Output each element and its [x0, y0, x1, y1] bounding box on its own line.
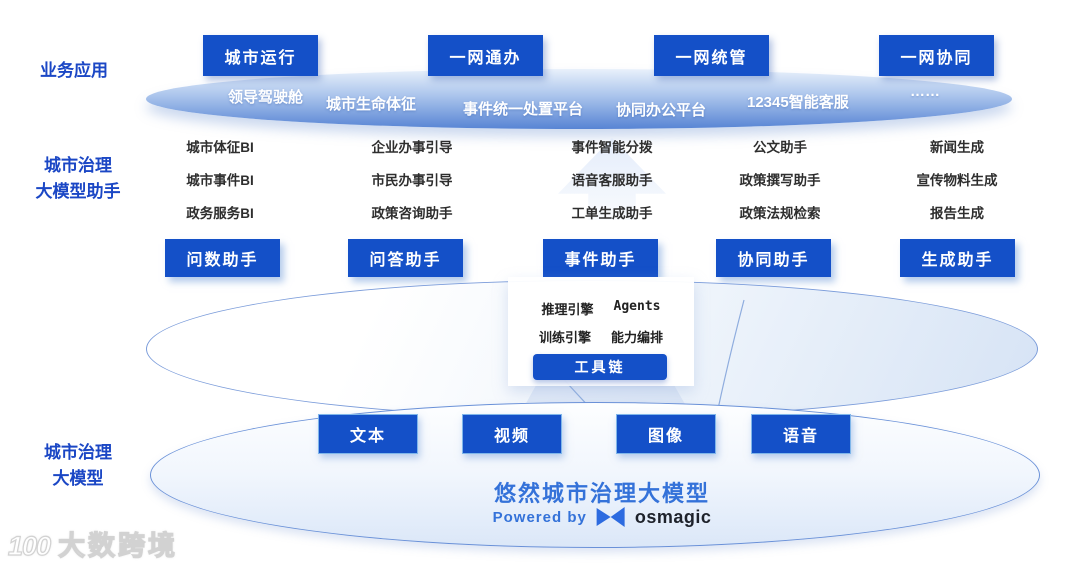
app-button-one-network-collaboration[interactable]: 一网协同 [879, 35, 994, 76]
platform-12345-service: 12345智能客服 [747, 94, 849, 111]
section-label-assistants-line2: 大模型助手 [35, 182, 121, 201]
app-button-one-network-service[interactable]: 一网通办 [428, 35, 543, 76]
cap-policy-writing: 政策撰写助手 [739, 173, 821, 188]
cap-gov-service-bi: 政务服务BI [186, 206, 254, 221]
modality-button-image[interactable]: 图像 [616, 414, 716, 454]
modality-button-text[interactable]: 文本 [318, 414, 418, 454]
brand-name: osmagic [634, 506, 712, 527]
powered-by-row: Powered by osmagic [493, 506, 712, 528]
platform-ellipsis: …… [910, 83, 940, 100]
watermark-text: 大数跨境 [57, 530, 179, 561]
engine-inference: 推理引擎 [541, 302, 594, 317]
section-label-assistants-line1: 城市治理 [44, 156, 112, 175]
engine-training: 训练引擎 [538, 330, 591, 345]
section-label-business: 业务应用 [40, 61, 108, 80]
platform-event-disposal: 事件统一处置平台 [463, 101, 584, 118]
platform-leader-cockpit: 领导驾驶舱 [228, 89, 304, 106]
platform-collab-office: 协同办公平台 [616, 102, 707, 119]
cap-official-doc: 公文助手 [753, 140, 807, 155]
base-model-ellipse [150, 402, 1040, 548]
cap-policy-consult: 政策咨询助手 [371, 206, 453, 221]
engine-orchestration: 能力编排 [611, 330, 664, 345]
platform-city-vital-signs: 城市生命体征 [326, 96, 417, 113]
assistant-button-collab[interactable]: 协同助手 [716, 239, 831, 277]
modality-button-video[interactable]: 视频 [462, 414, 562, 454]
app-button-one-network-management[interactable]: 一网统管 [654, 35, 769, 76]
cap-ticket-generation: 工单生成助手 [571, 206, 653, 221]
powered-by-label: Powered by [492, 508, 587, 526]
modality-button-voice[interactable]: 语音 [751, 414, 851, 454]
cap-news-generation: 新闻生成 [930, 140, 984, 155]
watermark: 100 大数跨境 [7, 524, 179, 563]
cap-city-signs-bi: 城市体征BI [186, 140, 254, 155]
toolchain-button[interactable]: 工具链 [533, 354, 667, 380]
osmagic-logo-icon [596, 507, 625, 527]
engine-agents: Agents [613, 299, 661, 314]
assistant-button-event[interactable]: 事件助手 [543, 239, 658, 277]
cap-city-events-bi: 城市事件BI [186, 173, 254, 188]
model-title: 悠然城市治理大模型 [493, 481, 711, 506]
assistant-button-generate[interactable]: 生成助手 [900, 239, 1015, 277]
section-label-model-line2: 大模型 [52, 469, 104, 488]
cap-event-dispatch: 事件智能分拨 [571, 140, 653, 155]
section-label-model-line1: 城市治理 [44, 443, 112, 462]
app-button-city-operation[interactable]: 城市运行 [203, 35, 318, 76]
cap-voice-service: 语音客服助手 [571, 173, 653, 188]
cap-citizen-guide: 市民办事引导 [371, 173, 453, 188]
section-label-model: 城市治理 大模型 [44, 440, 112, 492]
section-label-assistants: 城市治理 大模型助手 [36, 153, 121, 205]
cap-enterprise-guide: 企业办事引导 [371, 140, 453, 155]
cap-material-generation: 宣传物料生成 [916, 173, 998, 188]
cap-policy-search: 政策法规检索 [739, 206, 821, 221]
assistant-button-data-qa[interactable]: 问数助手 [165, 239, 280, 277]
cap-report-generation: 报告生成 [930, 206, 984, 221]
business-platforms-ellipse [146, 69, 1012, 129]
watermark-logo: 100 [7, 530, 51, 561]
assistant-button-qa[interactable]: 问答助手 [348, 239, 463, 277]
